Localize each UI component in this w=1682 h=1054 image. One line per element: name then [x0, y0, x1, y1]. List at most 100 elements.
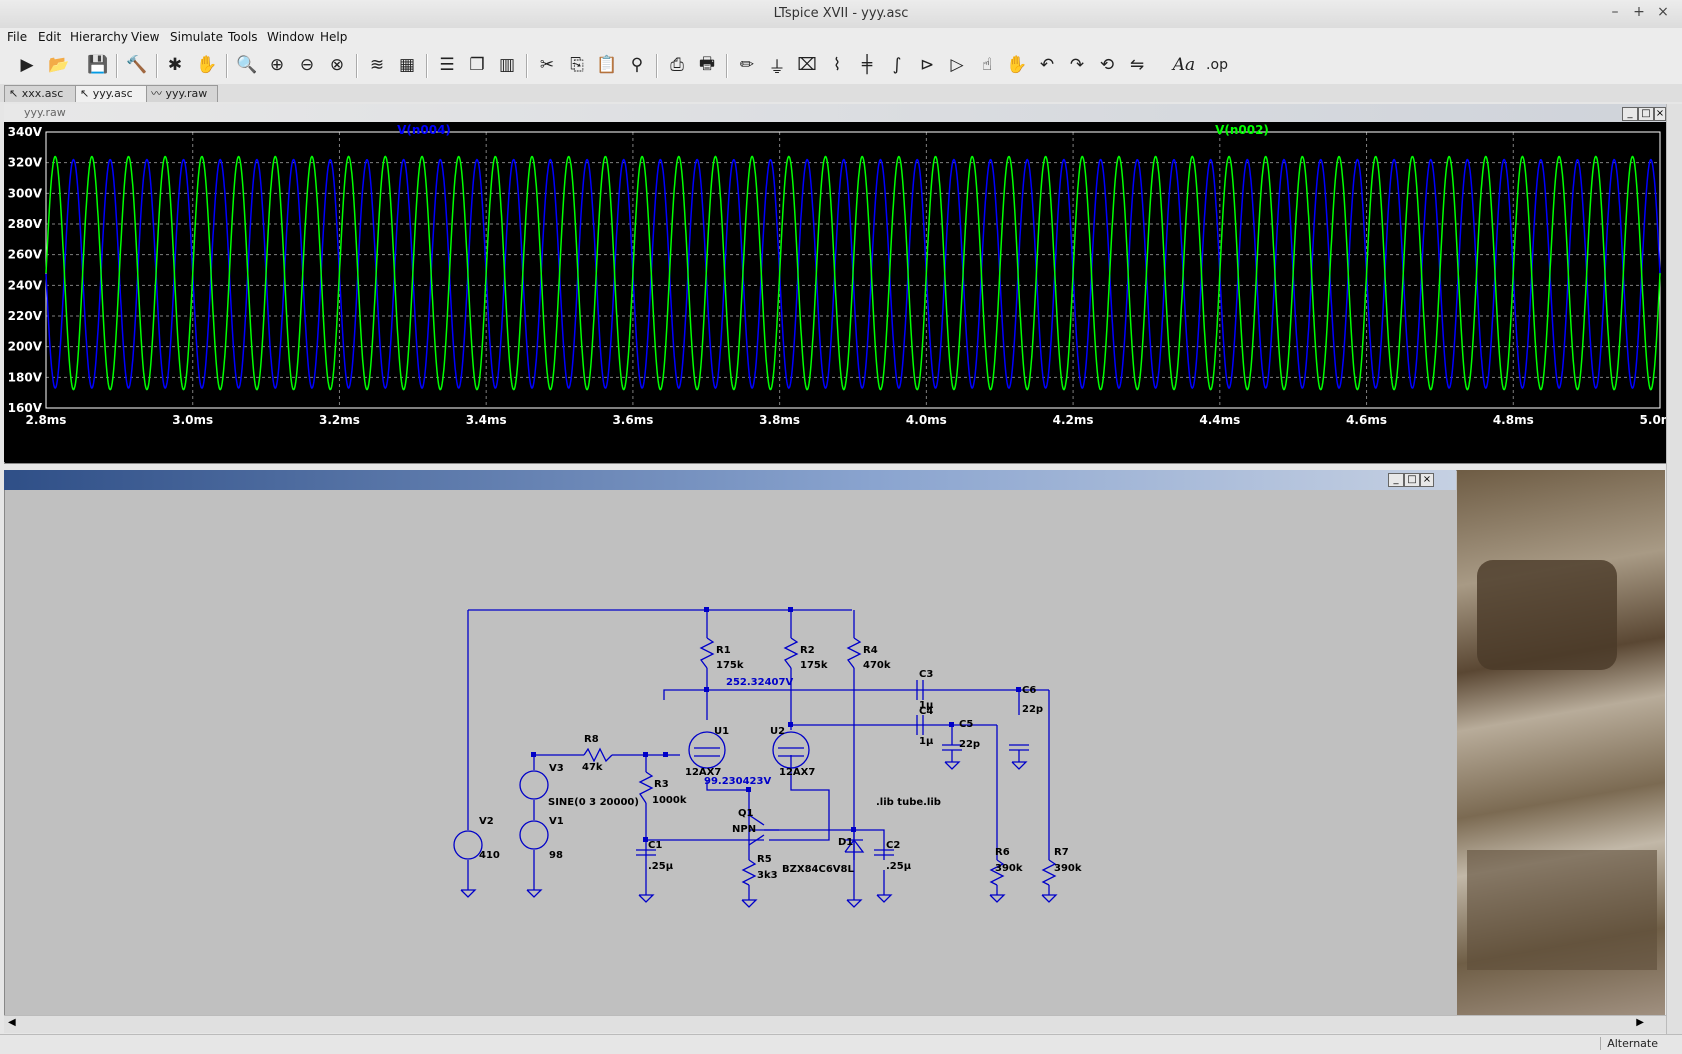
r3-label[interactable]: R3	[654, 779, 669, 790]
pan-hand-icon[interactable]: ✋	[196, 55, 218, 75]
r4-label[interactable]: R4	[863, 645, 878, 656]
schematic-window[interactable]	[4, 470, 1458, 1017]
schematic-canvas[interactable]: R1 175k R2 175k R4 470k C3 1µ C4 1µ C6 2…	[4, 490, 1456, 1015]
c4-label[interactable]: C4	[919, 706, 933, 717]
scroll-right-icon[interactable]: ▶	[1636, 1017, 1644, 1028]
close-button[interactable]: ×	[1657, 4, 1669, 20]
tile-horizontal-icon[interactable]: ☰	[439, 55, 455, 75]
menu-view[interactable]: View	[131, 30, 160, 44]
c1-label[interactable]: C1	[648, 840, 662, 851]
print-icon[interactable]: ⎙	[670, 55, 684, 75]
cascade-icon[interactable]: ❐	[469, 55, 485, 75]
v1-label[interactable]: V1	[549, 816, 564, 827]
zoom-back-icon[interactable]: ⊕	[269, 55, 285, 75]
copy-icon[interactable]: ⎘	[570, 55, 584, 75]
d1-label[interactable]: D1	[838, 837, 853, 848]
control-panel-icon[interactable]: 🔨	[126, 55, 148, 75]
q1-label[interactable]: Q1	[738, 808, 754, 819]
r3-value[interactable]: 1000k	[652, 795, 687, 806]
component-icon[interactable]: ▷	[950, 55, 964, 75]
r8-label[interactable]: R8	[584, 734, 599, 745]
undo-icon[interactable]: ↶	[1039, 55, 1055, 75]
tab-yyy-asc[interactable]: ↖ yyy.asc	[75, 85, 147, 102]
redo-icon[interactable]: ↷	[1069, 55, 1085, 75]
trace-label-v-n004[interactable]: V(n004)	[397, 123, 451, 137]
halt-icon[interactable]: ✱	[167, 55, 183, 75]
scroll-left-icon[interactable]: ◀	[8, 1017, 16, 1028]
vertical-scrollbar[interactable]	[1666, 104, 1682, 1034]
schematic-maximize-button[interactable]: □	[1404, 473, 1420, 487]
tile-vertical-icon[interactable]: ▥	[498, 55, 516, 75]
v3-value[interactable]: SINE(0 3 20000)	[548, 797, 639, 808]
ground-icon[interactable]: ⏚	[768, 57, 786, 78]
label-net-icon[interactable]: ⌧	[797, 55, 817, 75]
c5-label[interactable]: C5	[959, 719, 973, 730]
menu-hierarchy[interactable]: Hierarchy	[70, 30, 129, 44]
cut-icon[interactable]: ✂	[539, 55, 555, 75]
schematic-minimize-button[interactable]: _	[1388, 473, 1404, 487]
save-icon[interactable]: 💾	[87, 55, 109, 75]
schematic-close-button[interactable]: ×	[1420, 473, 1434, 487]
c2-value[interactable]: .25µ	[886, 861, 912, 872]
grid-icon[interactable]: ▦	[398, 55, 416, 75]
autorange-icon[interactable]: ≋	[369, 55, 385, 75]
d1-value[interactable]: BZX84C6V8L	[782, 864, 854, 875]
minimize-button[interactable]: –	[1611, 4, 1619, 20]
r7-value[interactable]: 390k	[1054, 863, 1082, 874]
v1-value[interactable]: 98	[549, 850, 563, 861]
v3-label[interactable]: V3	[549, 763, 564, 774]
r6-label[interactable]: R6	[995, 847, 1010, 858]
node-voltage-label[interactable]: 99.230423V	[704, 776, 771, 787]
c3-value[interactable]: 1µ	[919, 700, 934, 711]
node-voltage-label[interactable]: 252.32407V	[726, 677, 793, 688]
r8-value[interactable]: 47k	[582, 762, 603, 773]
menu-edit[interactable]: Edit	[38, 30, 62, 44]
tab-yyy-raw[interactable]: 〰 yyy.raw	[146, 85, 218, 102]
waveform-maximize-button[interactable]: □	[1638, 107, 1654, 121]
c3-label[interactable]: C3	[919, 669, 933, 680]
spice-directive-icon[interactable]: .op	[1206, 57, 1228, 73]
horizontal-scrollbar[interactable]: ◀ ▶	[4, 1015, 1666, 1033]
find-binoculars-icon[interactable]: ⚲	[630, 55, 644, 75]
c5-value[interactable]: 22p	[959, 739, 980, 750]
move-hand-icon[interactable]: ☝	[981, 55, 993, 75]
r6-value[interactable]: 390k	[995, 863, 1023, 874]
zoom-out-icon[interactable]: ⊖	[299, 55, 315, 75]
c6-label[interactable]: C6	[1022, 685, 1036, 696]
diode-icon[interactable]: ⊳	[919, 55, 935, 75]
u1-label[interactable]: U1	[714, 726, 729, 737]
zoom-fit-icon[interactable]: ⊗	[329, 55, 345, 75]
r4-value[interactable]: 470k	[863, 660, 891, 671]
menu-tools[interactable]: Tools	[228, 30, 258, 44]
menu-simulate[interactable]: Simulate	[170, 30, 224, 44]
waveform-plot[interactable]: 340V320V300V280V260V240V220V200V180V160V…	[4, 122, 1666, 462]
paste-icon[interactable]: 📋	[596, 55, 618, 75]
tab-xxx-asc[interactable]: ↖ xxx.asc	[4, 85, 76, 102]
r5-value[interactable]: 3k3	[757, 870, 778, 881]
q1-value[interactable]: NPN	[732, 824, 756, 835]
r1-value[interactable]: 175k	[716, 660, 744, 671]
text-icon[interactable]: Aa	[1172, 55, 1196, 75]
c1-value[interactable]: .25µ	[648, 861, 674, 872]
r5-label[interactable]: R5	[757, 854, 772, 865]
trace-v-n002-[interactable]	[45, 155, 1661, 391]
r7-label[interactable]: R7	[1054, 847, 1069, 858]
v2-value[interactable]: 410	[479, 850, 500, 861]
resistor-icon[interactable]: ⌇	[832, 55, 842, 75]
zoom-in-icon[interactable]: 🔍	[236, 55, 258, 75]
r2-label[interactable]: R2	[800, 645, 815, 656]
maximize-button[interactable]: +	[1633, 4, 1645, 20]
u1-value[interactable]: 12AX7	[685, 767, 721, 778]
drag-hand-icon[interactable]: ✋	[1006, 55, 1028, 75]
capacitor-icon[interactable]: ╪	[861, 55, 873, 75]
waveform-close-button[interactable]: ×	[1654, 107, 1666, 121]
menu-file[interactable]: File	[7, 30, 28, 44]
print-preview-icon[interactable]: 🖶	[698, 53, 716, 74]
trace-label-v-n002[interactable]: V(n002)	[1215, 123, 1269, 137]
mirror-icon[interactable]: ⇋	[1129, 55, 1145, 75]
u2-label[interactable]: U2	[770, 726, 785, 737]
c4-value[interactable]: 1µ	[919, 736, 934, 747]
draw-wire-icon[interactable]: ✏	[739, 55, 755, 75]
open-folder-icon[interactable]: 📂	[48, 55, 70, 75]
c2-label[interactable]: C2	[886, 840, 900, 851]
